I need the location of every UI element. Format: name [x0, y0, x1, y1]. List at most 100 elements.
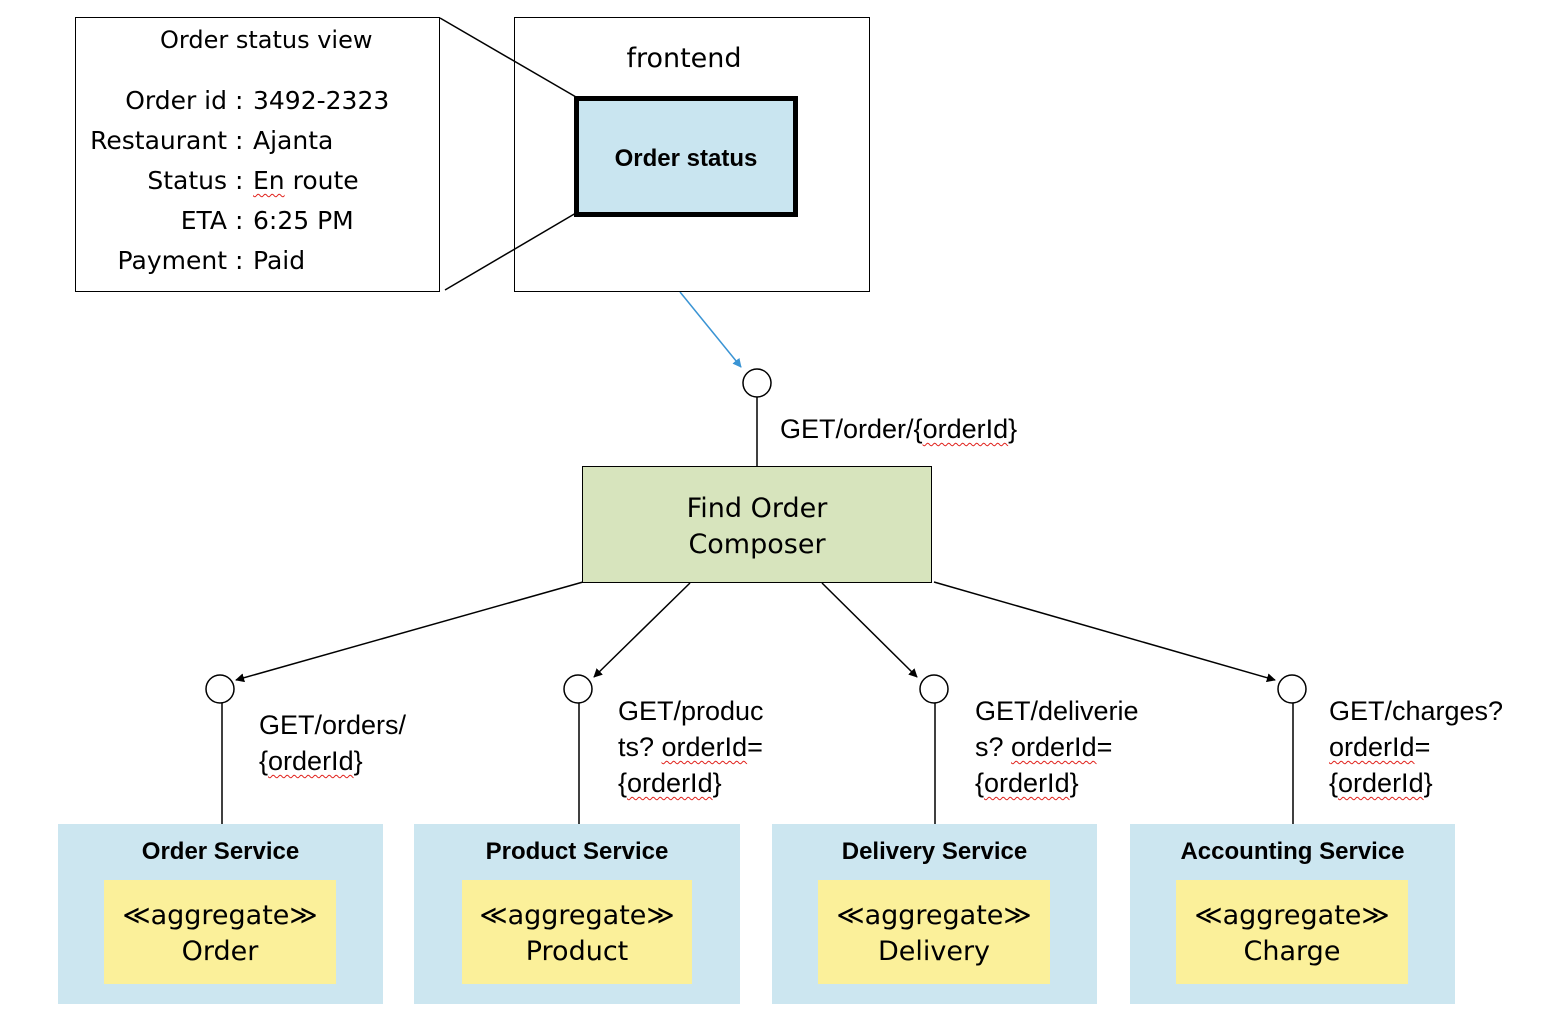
endpoint-text: =: [1414, 732, 1431, 762]
aggregate-name: Product: [525, 936, 629, 967]
composer-endpoint-label: GET/order/{orderId}: [780, 411, 1017, 447]
status-value-first-word: En: [253, 166, 285, 195]
accounting-interface-circle: [1277, 674, 1307, 704]
view-separator: :: [235, 206, 244, 235]
aggregate-name: Order: [181, 936, 259, 967]
endpoint-text: s?: [975, 732, 1012, 762]
endpoint-text: =: [747, 732, 763, 762]
callout-line-bottom: [444, 212, 577, 291]
accounting-service-endpoint-label: GET/charges?orderId={orderId}: [1329, 693, 1503, 801]
view-value: En route: [253, 166, 359, 195]
frontend-label: frontend: [626, 43, 742, 74]
view-row-eta: ETA : 6:25 PM: [75, 206, 439, 236]
endpoint-text: }: [1069, 768, 1079, 798]
endpoint-line: GET/orders/: [259, 710, 407, 740]
service-title: Accounting Service: [1180, 838, 1405, 865]
composer-to-delivery-arrow: [821, 582, 918, 678]
status-value-rest: route: [284, 166, 359, 195]
view-label: Payment: [117, 246, 227, 275]
view-value: 3492-2323: [253, 86, 390, 115]
endpoint-text: }: [353, 746, 363, 776]
aggregate-delivery: ≪aggregate≫ Delivery: [818, 880, 1050, 984]
endpoint-param: orderId: [984, 768, 1070, 798]
order-status-label: Order status: [614, 145, 758, 172]
endpoint-text: }: [1008, 414, 1018, 444]
view-label: Restaurant: [90, 126, 227, 155]
endpoint-text: =: [1096, 732, 1113, 762]
endpoint-line: GET/produc: [618, 696, 764, 726]
view-separator: :: [235, 126, 244, 155]
endpoint-line: {orderId}: [259, 743, 406, 779]
endpoint-line: GET/charges?: [1329, 696, 1504, 726]
endpoint-line: {orderId}: [618, 765, 764, 801]
composer-label-line1: Find Order: [686, 493, 828, 524]
order-interface-circle: [205, 674, 235, 704]
endpoint-text: GET/order/{: [780, 414, 923, 444]
endpoint-param: orderId: [268, 746, 354, 776]
view-row-order-id: Order id : 3492-2323: [75, 86, 439, 116]
frontend-box: [514, 17, 870, 292]
order-service-box: Order Service ≪aggregate≫ Order: [58, 824, 383, 1004]
view-row-status: Status : En route: [75, 166, 439, 196]
order-status-component: Order status: [574, 96, 798, 217]
order-service-endpoint-label: GET/orders/{orderId}: [259, 707, 406, 779]
endpoint-text: }: [1423, 768, 1433, 798]
service-title: Order Service: [141, 838, 300, 865]
delivery-interface-circle: [919, 674, 949, 704]
endpoint-line: {orderId}: [975, 765, 1139, 801]
aggregate-name: Delivery: [877, 936, 991, 967]
endpoint-param: orderId: [661, 732, 748, 762]
endpoint-line: {orderId}: [1329, 765, 1503, 801]
endpoint-text: }: [712, 768, 722, 798]
endpoint-text: {: [1329, 768, 1339, 798]
endpoint-line: orderId=: [1329, 729, 1503, 765]
aggregate-order: ≪aggregate≫ Order: [104, 880, 336, 984]
callout-line-top: [439, 17, 577, 98]
aggregate-name: Charge: [1243, 936, 1341, 967]
aggregate-charge: ≪aggregate≫ Charge: [1176, 880, 1408, 984]
view-value: Ajanta: [253, 126, 334, 155]
endpoint-text: ts?: [618, 732, 662, 762]
aggregate-stereotype: ≪aggregate≫: [1194, 900, 1390, 931]
view-value: Paid: [253, 246, 306, 275]
accounting-service-box: Accounting Service ≪aggregate≫ Charge: [1130, 824, 1455, 1004]
view-row-restaurant: Restaurant : Ajanta: [75, 126, 439, 156]
endpoint-line: GET/deliverie: [975, 696, 1139, 726]
view-label: Order id: [125, 86, 227, 115]
delivery-service-box: Delivery Service ≪aggregate≫ Delivery: [772, 824, 1097, 1004]
composer-to-product-arrow: [593, 582, 691, 678]
service-title: Delivery Service: [841, 838, 1028, 865]
composer-to-order-arrow: [235, 581, 584, 683]
product-interface-circle: [563, 674, 593, 704]
view-separator: :: [235, 246, 244, 275]
aggregate-stereotype: ≪aggregate≫: [479, 900, 675, 931]
aggregate-product: ≪aggregate≫ Product: [462, 880, 692, 984]
view-value: 6:25 PM: [253, 206, 354, 235]
view-label: Status: [147, 166, 227, 195]
endpoint-text: {: [618, 768, 628, 798]
aggregate-stereotype: ≪aggregate≫: [122, 900, 318, 931]
view-row-payment: Payment : Paid: [75, 246, 439, 276]
endpoint-param: orderId: [1338, 768, 1424, 798]
endpoint-param: orderId: [1329, 732, 1415, 762]
endpoint-param: orderId: [1011, 732, 1097, 762]
frontend-to-composer-arrow: [679, 291, 742, 368]
aggregate-stereotype: ≪aggregate≫: [836, 900, 1032, 931]
view-separator: :: [235, 166, 244, 195]
endpoint-param: orderId: [922, 414, 1009, 444]
find-order-composer-box: Find Order Composer: [582, 466, 932, 583]
view-separator: :: [235, 86, 244, 115]
composer-to-accounting-arrow: [933, 581, 1276, 683]
order-status-view-title: Order status view: [160, 26, 373, 54]
endpoint-line: s? orderId=: [975, 729, 1139, 765]
endpoint-param: orderId: [627, 768, 713, 798]
order-status-view-box: [75, 17, 440, 292]
view-label: ETA: [180, 206, 227, 235]
endpoint-text: {: [975, 768, 985, 798]
endpoint-text: {: [259, 746, 269, 776]
service-title: Product Service: [485, 838, 669, 865]
